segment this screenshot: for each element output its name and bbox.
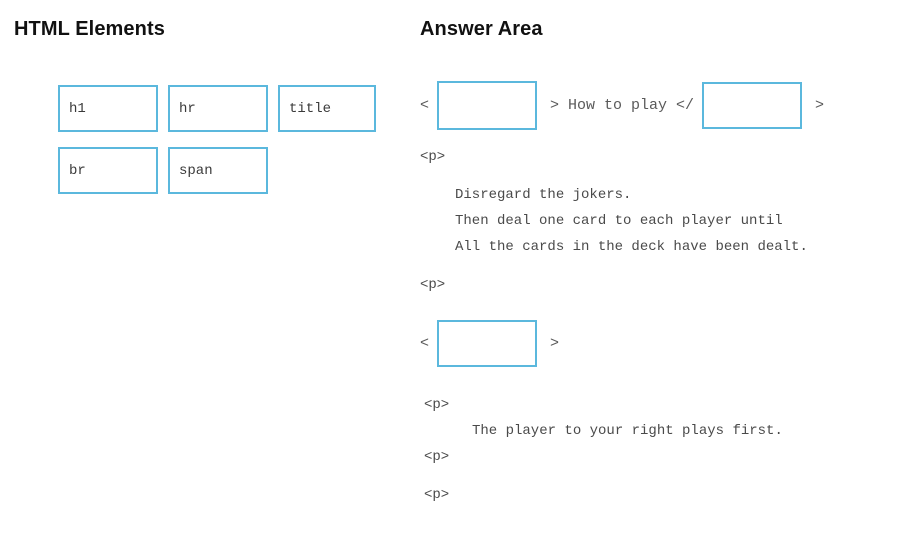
tile-row: br span — [58, 147, 388, 194]
spacer — [420, 470, 916, 482]
draggable-tile-h1[interactable]: h1 — [58, 85, 158, 132]
drop-target-opening-tag[interactable] — [437, 80, 538, 130]
spacer — [420, 260, 916, 272]
paragraph-line: All the cards in the deck have been deal… — [455, 239, 808, 255]
spacer — [420, 132, 916, 144]
draggable-tile-span[interactable]: span — [168, 147, 268, 194]
paragraph-close-tag: <p> — [420, 277, 446, 293]
answer-area: < > How to play </ > <p> Disregard the j… — [420, 78, 916, 508]
tile-label: hr — [179, 100, 196, 117]
answer-line-break-tag: < > — [420, 316, 916, 370]
tile-label: span — [179, 162, 213, 179]
paragraph-line: Disregard the jokers. — [455, 187, 632, 203]
paragraph-open-tag: <p> — [420, 149, 446, 165]
paragraph-open-tag: <p> — [424, 397, 450, 413]
page-title-html-elements: HTML Elements — [14, 18, 165, 40]
draggable-tile-title[interactable]: title — [278, 85, 376, 132]
drop-target-closing-tag[interactable] — [702, 81, 803, 129]
tile-label: h1 — [69, 100, 86, 117]
page-title-answer-area: Answer Area — [420, 18, 543, 40]
tile-row: h1 hr title — [58, 85, 388, 132]
open-angle-bracket: < — [420, 334, 430, 352]
spacer — [420, 298, 916, 316]
paragraph-close-tag: <p> — [424, 449, 450, 465]
tile-label: title — [289, 100, 332, 117]
draggable-tile-br[interactable]: br — [58, 147, 158, 194]
answer-line-heading-tag: < > How to play </ > — [420, 78, 916, 132]
open-angle-bracket: < — [420, 96, 430, 114]
paragraph-line: Then deal one card to each player until — [455, 213, 783, 229]
close-angle-bracket: > — [815, 96, 825, 114]
spacer — [420, 170, 916, 182]
paragraph-line: The player to your right plays first. — [472, 423, 783, 439]
trailing-paragraph-tag: <p> — [424, 487, 450, 503]
tile-label: br — [69, 162, 86, 179]
spacer — [420, 370, 916, 392]
middle-static-text: > How to play </ — [550, 96, 695, 114]
draggable-tile-hr[interactable]: hr — [168, 85, 268, 132]
html-elements-tile-grid: h1 hr title br span — [58, 85, 388, 209]
close-angle-bracket: > — [550, 334, 560, 352]
drop-target-standalone-tag[interactable] — [437, 319, 538, 367]
